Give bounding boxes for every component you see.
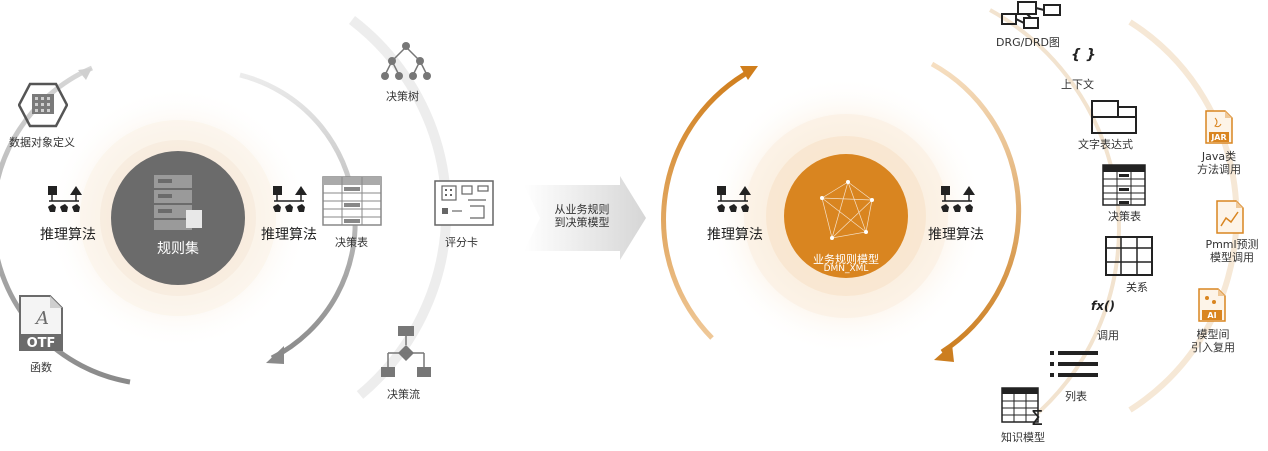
data-object-icon	[18, 82, 68, 128]
algorithm-icon	[273, 186, 307, 212]
svg-text:JAR: JAR	[1210, 133, 1226, 142]
arrow-text-line2: 到决策模型	[554, 216, 610, 229]
function-icon: A OTF	[19, 295, 63, 351]
pmml-label-line2: 模型调用	[1210, 251, 1254, 264]
svg-text:OTF: OTF	[27, 336, 56, 351]
relation-label: 关系	[1126, 281, 1148, 294]
decision-flow-label: 决策流	[387, 388, 420, 401]
dmn-title: 业务规则模型	[813, 253, 879, 266]
java-label-line2: 方法调用	[1197, 163, 1241, 176]
scorecard-label: 评分卡	[445, 236, 478, 249]
right-inner-arc	[930, 61, 1022, 355]
fx-icon: fx()	[1091, 299, 1115, 313]
decision-tree-label: 决策树	[386, 90, 419, 103]
algorithm-label-right-left: 推理算法	[707, 227, 763, 243]
knowledge-model-label: 知识模型	[1001, 431, 1045, 444]
svg-text:AI: AI	[1207, 311, 1216, 320]
drg-label: DRG/DRD图	[996, 36, 1060, 49]
context-label: 上下文	[1061, 78, 1094, 91]
svg-text:A: A	[34, 308, 49, 329]
decision-table-label: 决策表	[335, 236, 368, 249]
model-reuse-label-line2: 引入复用	[1191, 341, 1235, 354]
data-object-label: 数据对象定义	[9, 136, 75, 149]
list-icon	[1050, 351, 1098, 377]
decision-table-icon	[1102, 164, 1146, 206]
decision-flow-icon	[381, 326, 431, 377]
algorithm-label-right-right: 推理算法	[928, 227, 984, 243]
dmn-subtitle: DMN_XML	[823, 264, 869, 274]
algorithm-icon	[941, 186, 975, 212]
algorithm-label-left: 推理算法	[40, 227, 96, 243]
algorithm-label-right: 推理算法	[261, 227, 317, 243]
literal-expression-icon	[1091, 100, 1137, 134]
decision-table-icon	[322, 176, 382, 226]
invocation-label: 调用	[1097, 329, 1119, 342]
list-label: 列表	[1065, 390, 1087, 403]
pmml-file-icon	[1216, 200, 1244, 234]
algorithm-icon	[717, 186, 751, 212]
drg-icon	[1001, 1, 1061, 29]
model-reuse-label-line1: 模型间	[1196, 328, 1230, 341]
server-icon	[154, 175, 202, 230]
network-motif	[821, 181, 873, 239]
algorithm-icon	[48, 186, 82, 212]
dmn-circle	[784, 154, 908, 278]
java-label-line1: Java类	[1201, 150, 1237, 163]
literal-expression-label: 文字表达式	[1078, 138, 1133, 151]
relation-icon	[1105, 236, 1153, 276]
function-label: 函数	[30, 361, 52, 374]
arrow-text-line1: 从业务规则	[554, 203, 610, 216]
right-outer-arc	[661, 67, 754, 340]
svg-text:Σ: Σ	[1031, 406, 1044, 427]
ruleset-label: 规则集	[157, 241, 199, 257]
pmml-label-line1: Pmml预测	[1205, 238, 1259, 251]
knowledge-model-icon: Σ	[1001, 387, 1044, 427]
scorecard-icon	[434, 180, 494, 226]
decision-table-right-label: 决策表	[1108, 210, 1141, 223]
ai-model-file-icon: AI	[1198, 288, 1226, 322]
decision-tree-icon	[381, 42, 431, 80]
transform-arrow	[524, 176, 646, 260]
context-icon: { }	[1071, 47, 1096, 63]
jar-file-icon: JAR	[1205, 110, 1233, 144]
